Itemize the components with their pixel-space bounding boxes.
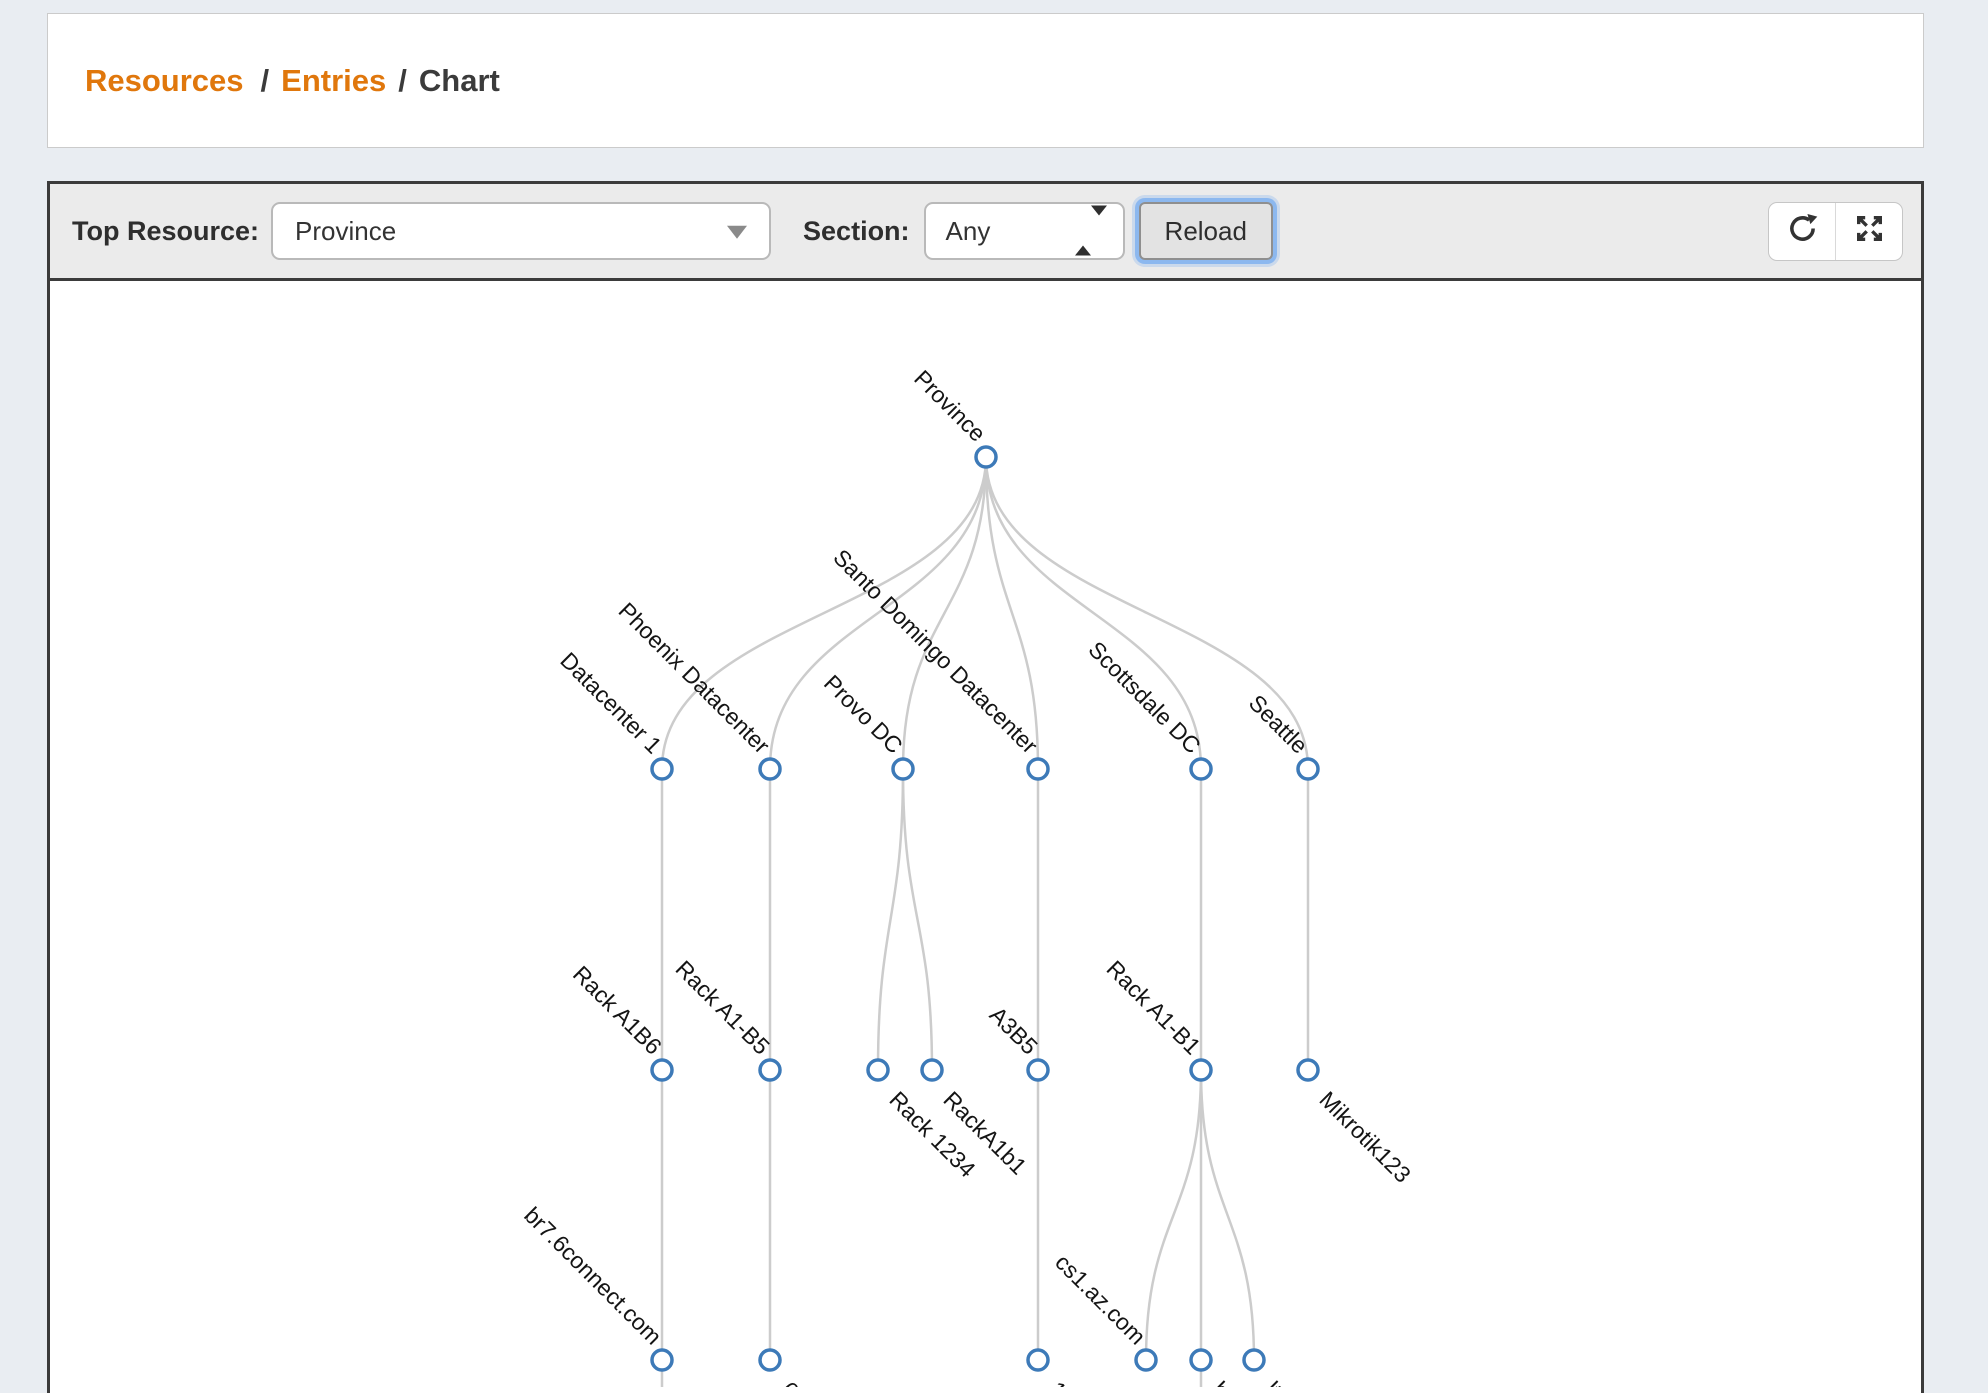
tree-node-leaf-fragment-lt[interactable] [1242, 1348, 1266, 1372]
top-resource-label: Top Resource: [72, 215, 260, 246]
breadcrumb-separator: / [260, 62, 270, 98]
tree-node-label-rack-a1b6: Rack A1B6 [568, 961, 667, 1060]
tree-link [1199, 1069, 1256, 1361]
tree-node-a3b5[interactable] [1026, 1058, 1050, 1082]
tree-link [984, 456, 1310, 770]
tree-node-label-leaf-fragment-1: 1 [1044, 1376, 1071, 1387]
tree-node-racka1b1[interactable] [920, 1058, 944, 1082]
breadcrumb-link-resources[interactable]: Resources [85, 62, 244, 98]
tree-node-provo-dc[interactable] [891, 757, 915, 781]
updown-stepper-icon [1074, 205, 1107, 256]
chevron-down-icon [727, 225, 748, 239]
tree-node-label-leaf-fragment-b: b [1207, 1376, 1234, 1387]
tree-node-label-provo-dc: Provo DC [819, 670, 908, 759]
reload-button[interactable]: Reload [1138, 202, 1273, 260]
tree-node-seattle[interactable] [1296, 757, 1320, 781]
tree-node-label-leaf-fragment-6: 6 [776, 1376, 803, 1387]
section-selected-value: Any [945, 215, 991, 246]
tree-link [660, 456, 988, 770]
refresh-icon [1784, 210, 1821, 252]
breadcrumb: Resources / Entries / Chart [85, 63, 500, 99]
tree-node-scottsdale-dc[interactable] [1189, 757, 1213, 781]
tree-node-label-a3b5: A3B5 [985, 1001, 1043, 1059]
fullscreen-button[interactable] [1835, 202, 1902, 260]
tree-node-label-province: Province [909, 365, 991, 447]
breadcrumb-link-entries[interactable]: Entries [281, 62, 387, 98]
tree-node-mikrotik123[interactable] [1296, 1058, 1320, 1082]
tree-node-label-datacenter-1: Datacenter 1 [555, 647, 667, 759]
tree-node-leaf-fragment-6[interactable] [758, 1348, 782, 1372]
tree-node-leaf-fragment-1[interactable] [1026, 1348, 1050, 1372]
tree-node-phoenix-datacenter[interactable] [758, 757, 782, 781]
tree-node-label-leaf-fragment-lt: lt [1260, 1376, 1287, 1387]
refresh-button[interactable] [1769, 203, 1835, 260]
tree-node-rack-1234[interactable] [866, 1058, 890, 1082]
tree-node-label-mikrotik123: Mikrotik123 [1314, 1086, 1416, 1188]
tree-node-leaf-fragment-b[interactable] [1189, 1348, 1213, 1372]
chart-panel: Top Resource: Province Section: Any Relo… [47, 181, 1924, 1393]
section-label: Section: [803, 215, 910, 246]
tree-node-label-seattle: Seattle [1244, 690, 1313, 759]
top-resource-select[interactable]: Province [271, 202, 772, 260]
tree-link [768, 456, 988, 770]
tree-node-label-cs1-az-com: cs1.az.com [1050, 1249, 1151, 1350]
breadcrumb-current-chart: Chart [418, 62, 500, 98]
fullscreen-icon [1851, 210, 1888, 252]
chart-action-button-group [1768, 201, 1903, 261]
tree-node-santo-domingo-datacenter[interactable] [1026, 757, 1050, 781]
tree-node-br7-6connect-com[interactable] [650, 1348, 674, 1372]
tree-node-rack-a1-b5[interactable] [758, 1058, 782, 1082]
tree-node-province[interactable] [974, 445, 998, 469]
tree-node-label-rack-a1-b5: Rack A1-B5 [671, 955, 775, 1059]
tree-node-label-rack-a1-b1: Rack A1-B1 [1102, 955, 1206, 1059]
breadcrumb-card: Resources / Entries / Chart [47, 13, 1924, 148]
top-resource-selected-value: Province [295, 215, 397, 246]
tree-link [1144, 1069, 1203, 1361]
tree-link [876, 768, 905, 1071]
tree-link [984, 456, 1203, 770]
tree-node-rack-a1-b1[interactable] [1189, 1058, 1213, 1082]
tree-node-cs1-az-com[interactable] [1134, 1348, 1158, 1372]
section-select[interactable]: Any [923, 202, 1125, 260]
tree-node-datacenter-1[interactable] [650, 757, 674, 781]
tree-link [984, 456, 1040, 770]
tree-node-rack-a1b6[interactable] [650, 1058, 674, 1082]
chart-toolbar: Top Resource: Province Section: Any Relo… [50, 184, 1921, 281]
breadcrumb-separator: / [398, 62, 407, 98]
tree-node-label-br7-6connect-com: br7.6connect.com [519, 1202, 667, 1350]
tree-link [901, 768, 934, 1071]
tree-link [901, 456, 988, 770]
